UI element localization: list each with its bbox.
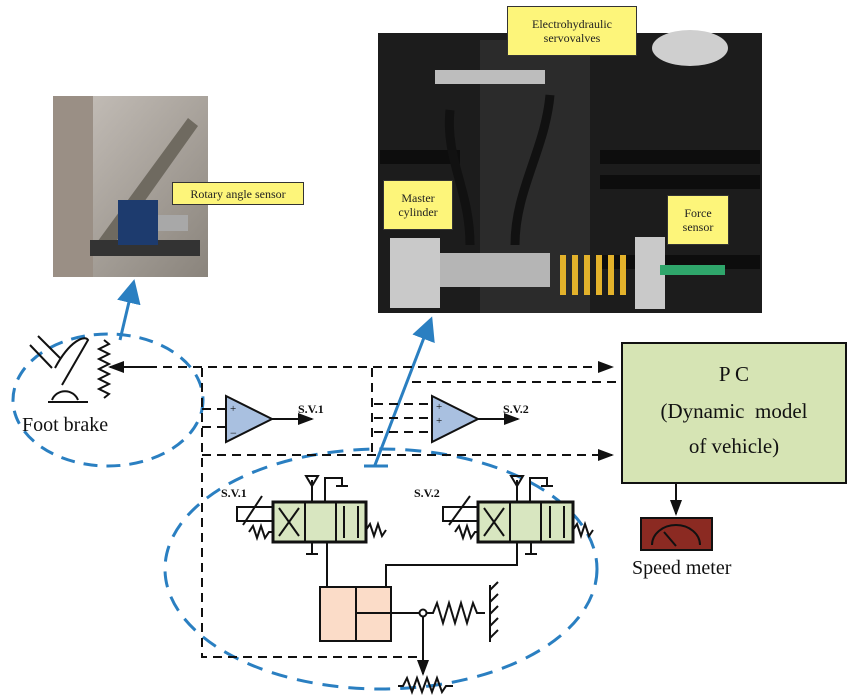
speed-meter-icon <box>640 517 713 551</box>
amplifier-2: ++ <box>431 394 520 444</box>
rotary-angle-sensor-label: Rotary angle sensor <box>172 182 304 205</box>
master-cylinder-symbol <box>319 581 499 695</box>
master-cylinder-label: Master cylinder <box>383 180 453 230</box>
rig-photo <box>378 30 762 313</box>
pc-box: P C (Dynamic model of vehicle) <box>621 342 847 484</box>
force-sensor-label: Force sensor <box>667 195 729 245</box>
signal-lines <box>148 361 620 658</box>
amp2-output-label: S.V.2 <box>503 402 529 416</box>
svg-text:+: + <box>436 415 442 427</box>
hydraulic-ellipse <box>163 447 599 691</box>
valve2-label: S.V.2 <box>414 486 440 500</box>
svg-text:−: − <box>230 426 237 440</box>
pc-line2: (Dynamic model <box>661 399 808 423</box>
foot-brake-symbol <box>29 335 112 403</box>
svg-text:+: + <box>436 401 442 413</box>
servovalve-1 <box>236 475 387 587</box>
servovalve-2 <box>385 475 594 587</box>
speed-meter-label: Speed meter <box>632 557 732 579</box>
rig-callout-line <box>373 316 435 466</box>
amp1-output-label: S.V.1 <box>298 402 324 416</box>
pedal-callout-line <box>117 279 141 341</box>
svg-text:+: + <box>230 403 236 415</box>
amplifier-1: +− <box>225 394 314 444</box>
servovalves-label: Electrohydraulic servovalves <box>507 6 637 56</box>
valve1-label: S.V.1 <box>221 486 247 500</box>
pc-line3: of vehicle) <box>689 434 779 458</box>
foot-brake-label: Foot brake <box>22 414 108 436</box>
pc-title: P C <box>719 362 749 386</box>
